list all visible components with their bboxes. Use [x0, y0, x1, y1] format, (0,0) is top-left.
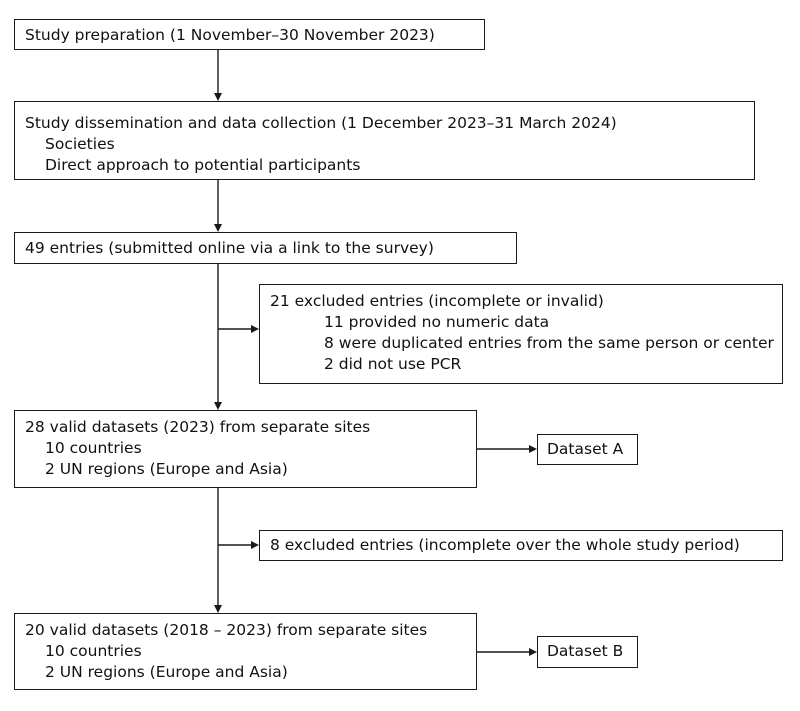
dataset-a-box: Dataset A	[537, 434, 638, 465]
step5-item-regions: 2 UN regions (Europe and Asia)	[45, 663, 288, 681]
exclusion2-text: 8 excluded entries (incomplete over the …	[270, 536, 740, 554]
exclusion1-item-no-pcr: 2 did not use PCR	[324, 355, 462, 373]
dataset-a-label: Dataset A	[547, 440, 624, 458]
arrowhead-exclusion2	[251, 541, 259, 549]
step1-box: Study preparation (1 November–30 Novembe…	[14, 19, 485, 50]
arrowhead-step2	[214, 93, 222, 101]
step4-item-regions: 2 UN regions (Europe and Asia)	[45, 460, 288, 478]
exclusion2-box: 8 excluded entries (incomplete over the …	[259, 530, 783, 561]
exclusion1-title: 21 excluded entries (incomplete or inval…	[270, 292, 604, 310]
dataset-b-label: Dataset B	[547, 642, 624, 660]
step2-item-societies: Societies	[45, 135, 115, 153]
step5-item-countries: 10 countries	[45, 642, 142, 660]
step2-box: Study dissemination and data collection …	[14, 101, 755, 180]
exclusion1-item-duplicated: 8 were duplicated entries from the same …	[324, 334, 774, 352]
arrowhead-dataset-b	[529, 648, 537, 656]
arrowhead-step3	[214, 224, 222, 232]
step2-item-direct-approach: Direct approach to potential participant…	[45, 156, 361, 174]
arrowhead-exclusion1	[251, 325, 259, 333]
exclusion1-box: 21 excluded entries (incomplete or inval…	[259, 284, 783, 384]
step5-box: 20 valid datasets (2018 – 2023) from sep…	[14, 613, 477, 690]
arrowhead-step4	[214, 402, 222, 410]
step3-text: 49 entries (submitted online via a link …	[25, 239, 434, 257]
dataset-b-box: Dataset B	[537, 636, 638, 668]
arrowhead-step5	[214, 605, 222, 613]
step4-box: 28 valid datasets (2023) from separate s…	[14, 410, 477, 488]
step4-item-countries: 10 countries	[45, 439, 142, 457]
step4-title: 28 valid datasets (2023) from separate s…	[25, 418, 371, 436]
step3-box: 49 entries (submitted online via a link …	[14, 232, 517, 264]
exclusion1-item-no-numeric: 11 provided no numeric data	[324, 313, 550, 331]
step2-title: Study dissemination and data collection …	[25, 114, 617, 132]
arrowhead-dataset-a	[529, 445, 537, 453]
step5-title: 20 valid datasets (2018 – 2023) from sep…	[25, 621, 428, 639]
step1-text: Study preparation (1 November–30 Novembe…	[25, 26, 435, 44]
